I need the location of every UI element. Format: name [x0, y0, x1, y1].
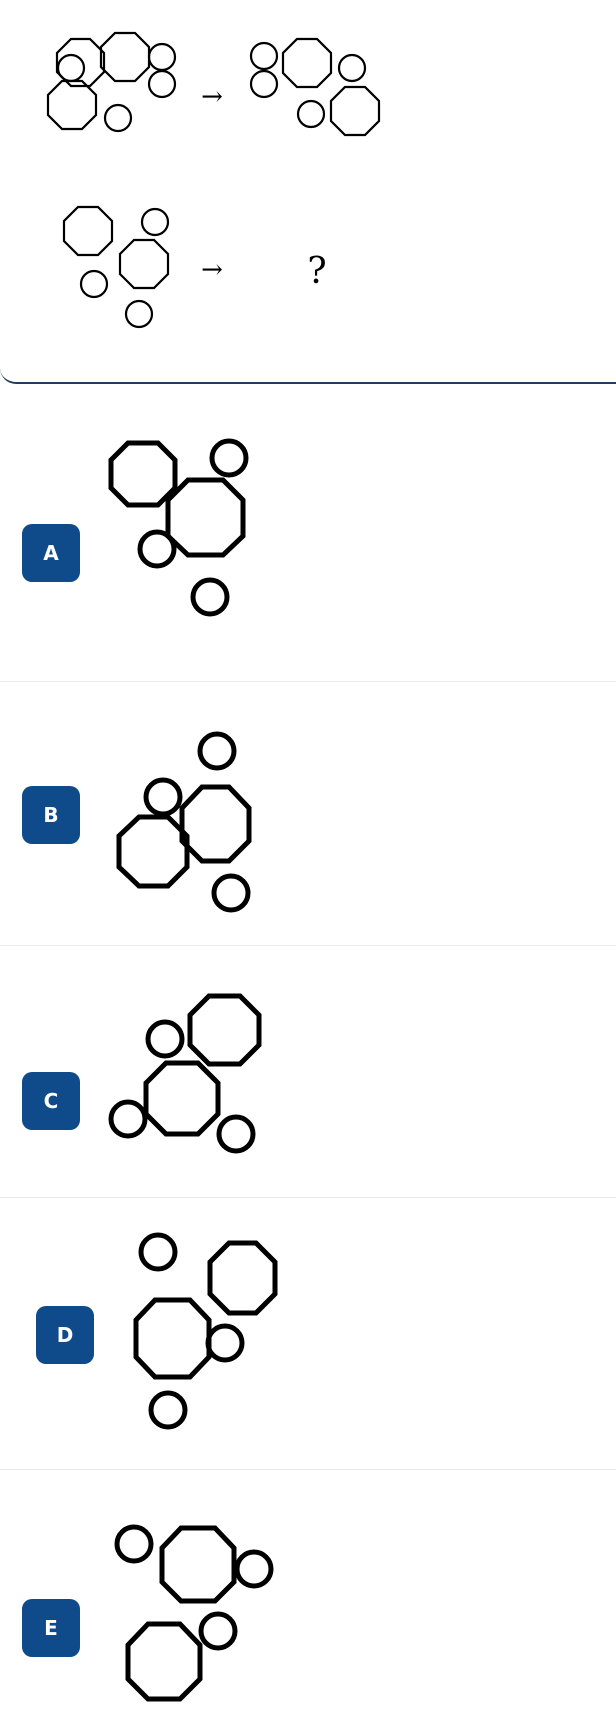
- question-source-figure: [62, 205, 170, 329]
- circle-shape: [337, 53, 367, 83]
- circle-shape: [198, 1611, 238, 1651]
- example-arrow: →: [201, 82, 223, 112]
- octagon-shape: [329, 85, 381, 137]
- circle-shape: [145, 1019, 185, 1059]
- option-figure-b: [116, 731, 252, 913]
- circle-shape: [147, 69, 177, 99]
- octagon-shape: [165, 477, 246, 558]
- option-badge-b[interactable]: B: [22, 786, 80, 844]
- circle-shape: [103, 103, 133, 133]
- circle-shape: [148, 1390, 188, 1430]
- circle-shape: [138, 1232, 178, 1272]
- octagon-shape: [62, 205, 114, 257]
- option-e[interactable]: E: [0, 1470, 616, 1730]
- option-figure-e: [114, 1524, 274, 1702]
- example-source-figure: [46, 31, 177, 133]
- circle-shape: [216, 1114, 256, 1154]
- circle-shape: [249, 41, 279, 71]
- circle-shape: [147, 42, 177, 72]
- option-figure-d: [133, 1232, 278, 1430]
- circle-shape: [296, 99, 326, 129]
- octagon-shape: [179, 784, 252, 864]
- octagon-shape: [159, 1525, 237, 1604]
- circle-shape: [108, 1099, 148, 1139]
- question-card: → → ?: [0, 0, 616, 384]
- circle-shape: [143, 777, 183, 817]
- circle-shape: [211, 873, 251, 913]
- circle-shape: [56, 53, 86, 83]
- question-figure: → → ?: [46, 31, 381, 329]
- octagon-shape: [99, 31, 151, 83]
- circle-shape: [249, 69, 279, 99]
- question-arrow: →: [201, 255, 223, 285]
- option-badge-c[interactable]: C: [22, 1072, 80, 1130]
- octagon-shape: [207, 1240, 278, 1316]
- circle-shape: [140, 207, 170, 237]
- circle-shape: [209, 438, 249, 478]
- option-c[interactable]: C: [0, 946, 616, 1198]
- option-figure-a: [108, 438, 249, 617]
- octagon-shape: [46, 79, 98, 131]
- circle-shape: [205, 1323, 245, 1363]
- circle-shape: [234, 1549, 274, 1589]
- option-badge-d[interactable]: D: [36, 1306, 94, 1364]
- octagon-shape: [143, 1060, 221, 1137]
- octagon-shape: [116, 814, 190, 889]
- circle-shape: [79, 269, 109, 299]
- option-a[interactable]: A: [0, 384, 616, 682]
- unknown-symbol: ?: [307, 251, 326, 292]
- option-badge-a[interactable]: A: [22, 524, 80, 582]
- octagon-shape: [133, 1297, 212, 1380]
- circle-shape: [137, 529, 177, 569]
- circle-shape: [197, 731, 237, 771]
- circle-shape: [124, 299, 154, 329]
- option-figure-c: [108, 993, 262, 1154]
- option-badge-e[interactable]: E: [22, 1599, 80, 1657]
- option-b[interactable]: B: [0, 682, 616, 946]
- option-d[interactable]: D: [0, 1198, 616, 1470]
- circle-shape: [190, 577, 230, 617]
- octagon-shape: [281, 37, 333, 89]
- circle-shape: [114, 1524, 154, 1564]
- example-result-figure: [249, 37, 381, 137]
- octagon-shape: [187, 993, 262, 1067]
- octagon-shape: [108, 440, 178, 508]
- octagon-shape: [55, 37, 106, 88]
- octagon-shape: [125, 1621, 203, 1702]
- octagon-shape: [118, 238, 170, 290]
